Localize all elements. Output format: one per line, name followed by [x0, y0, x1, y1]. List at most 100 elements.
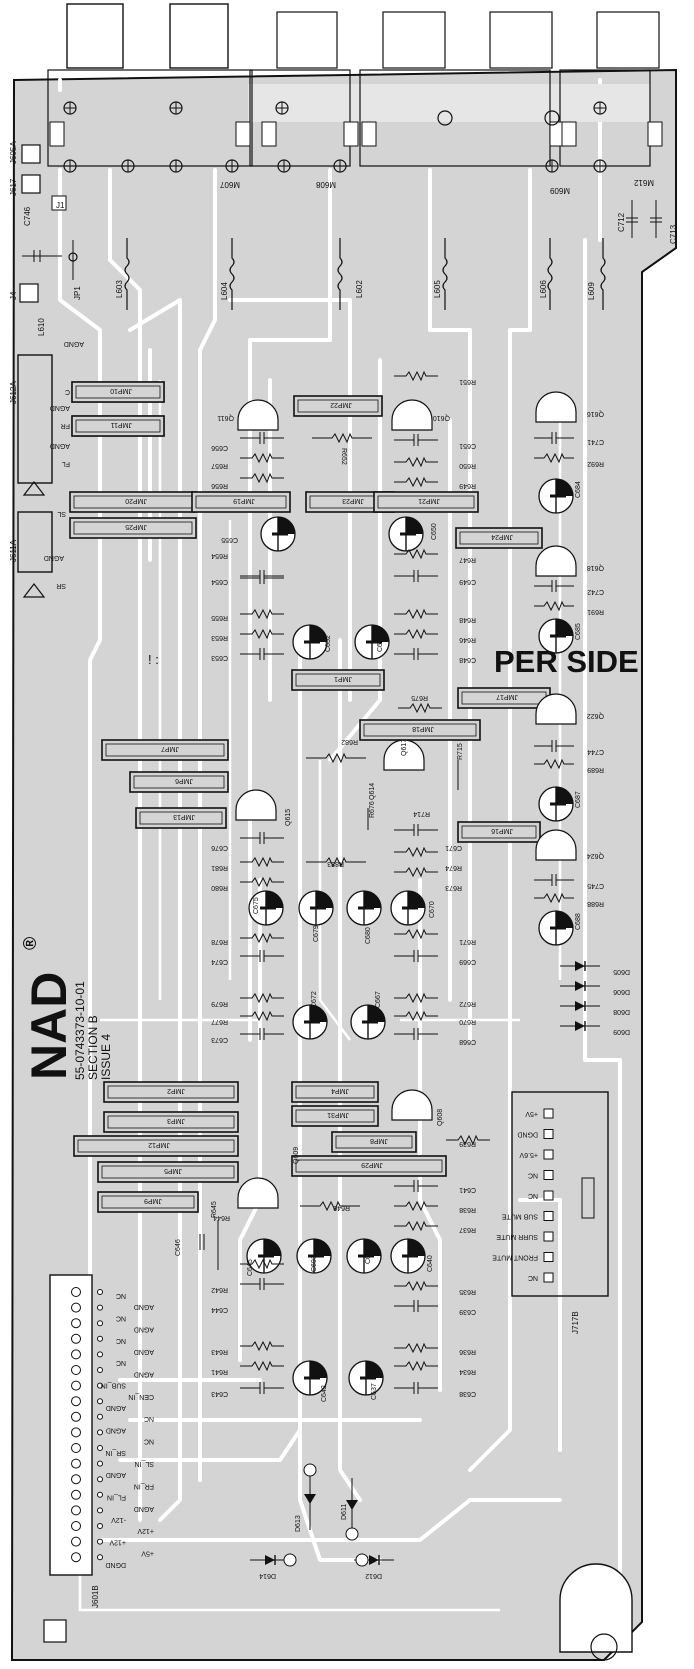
j612a-pin-label: FR [61, 422, 70, 429]
component-label: R671 [459, 938, 476, 945]
component-label: R656 [211, 482, 228, 489]
connector-label: J617 [9, 178, 18, 196]
resistor-symbol [534, 758, 574, 770]
j601b-pin-label: SR_IN [105, 1449, 126, 1456]
diode-symbol [346, 1500, 358, 1510]
component-label: C640 [427, 1255, 434, 1272]
capacitor-symbol [534, 740, 574, 752]
j717b-pin-pad [543, 1190, 554, 1201]
j601b-pin-label: NC [116, 1292, 126, 1299]
jumper-jmp16 [457, 821, 541, 843]
connector-label: L610 [37, 318, 46, 336]
jumper-jmp13 [135, 807, 227, 829]
component-label: Q609 [293, 1147, 300, 1164]
j601b-pin-label: NC [144, 1438, 154, 1445]
jumper-jmp8 [331, 1131, 417, 1153]
component-label: Q610 [433, 414, 450, 421]
capacitor-symbol [240, 1382, 284, 1394]
component-label: R654 [211, 552, 228, 559]
resistor-symbol [394, 548, 438, 560]
component-label: D609 [613, 1028, 630, 1035]
resistor-symbol [240, 932, 284, 944]
jumper-jmp11 [71, 415, 165, 437]
jumper-jmp5 [97, 1161, 239, 1183]
component-label: C639 [459, 1308, 476, 1315]
resistor-symbol [240, 856, 284, 868]
j612a-pin-label: AGND [50, 404, 70, 411]
j601b-pin-hole [71, 1443, 81, 1453]
component-label: C676 [211, 844, 228, 851]
capacitor-symbol [394, 434, 438, 446]
component-label: C744 [587, 748, 604, 755]
brand-registered-mark: ® [20, 937, 40, 950]
cap-c712-c713 [626, 200, 662, 238]
component-label: D606 [613, 988, 630, 995]
component-label: C651 [459, 442, 476, 449]
resistor-symbol [240, 628, 284, 640]
jumper-jmp29 [291, 1155, 447, 1177]
transistor-symbol [391, 1089, 433, 1121]
component-label: R637 [459, 1226, 476, 1233]
header-strip [248, 84, 650, 122]
jumper-jmp31 [291, 1105, 379, 1127]
j601b-pin-label: +12V [137, 1527, 154, 1534]
j601b-pin-hole [71, 1365, 81, 1375]
capacitor-symbol [394, 1300, 438, 1312]
inductor-label: L606 [539, 280, 548, 298]
component-label: C641 [459, 1186, 476, 1193]
resistor-symbol [394, 628, 438, 640]
j601b-pin-label: SL_IN [135, 1460, 154, 1467]
capacitor-symbol [394, 570, 438, 582]
j601b-pin-label: NC [116, 1314, 126, 1321]
j717b-pin-label: NC [528, 1274, 538, 1281]
j601b-pin-label: AGND [134, 1303, 154, 1310]
jumper-label: JMP12 [148, 1141, 170, 1148]
component-label: C667 [375, 991, 382, 1008]
resistor-symbol [306, 752, 366, 764]
component-label: C742 [587, 588, 604, 595]
j601b-pin-label: -12V [111, 1516, 126, 1523]
component-label: R715 [457, 743, 464, 760]
resistor-symbol [394, 846, 438, 858]
component-label: C670 [429, 901, 436, 918]
component-label: R682 [341, 738, 358, 745]
connector-label: J611A [9, 539, 18, 562]
component-label: R652 [340, 448, 347, 465]
board-issue: ISSUE 4 [99, 1034, 113, 1080]
inductor-label: L603 [115, 280, 124, 298]
component-label: C668 [459, 1038, 476, 1045]
j717b-pin-pad [543, 1129, 554, 1139]
jumper-label: JMP17 [496, 693, 518, 700]
j601b-pin-label: DGND [105, 1561, 126, 1568]
component-label: R639 [459, 1140, 476, 1147]
j717b-pin-label: NC [528, 1172, 538, 1179]
resistor-symbol [240, 608, 284, 620]
resistor-symbol [240, 1360, 284, 1372]
capacitor-symbol [240, 832, 284, 844]
component-label: C642 [321, 1385, 328, 1402]
resistor-symbol [240, 472, 284, 484]
resistor-symbol [240, 1010, 284, 1022]
j601b-pin-label: +12V [109, 1538, 126, 1545]
capacitor-symbol [394, 950, 438, 962]
diode-symbol [369, 1555, 379, 1565]
component-label: Q617 [401, 739, 408, 756]
jumper-label: JMP25 [125, 523, 147, 530]
component-label: C654 [211, 578, 228, 585]
resistor-symbol [306, 856, 366, 868]
jumper-label: JMP16 [491, 827, 513, 834]
jumper-jmp12 [73, 1135, 239, 1157]
component-label: C685 [575, 623, 582, 640]
connector-label: J4 [9, 291, 18, 300]
component-label: C647 [377, 635, 384, 652]
capacitor-symbol [534, 432, 574, 444]
resistor-symbol [534, 452, 574, 464]
component-label: C687 [575, 791, 582, 808]
j601b-pin-label: NC [116, 1359, 126, 1366]
component-label: R643 [211, 1348, 228, 1355]
resistor-symbol [394, 1360, 438, 1372]
j601b-pin-hole [71, 1458, 81, 1469]
resistor-symbol [398, 702, 442, 714]
j601b-pin-label: NC [116, 1337, 126, 1344]
